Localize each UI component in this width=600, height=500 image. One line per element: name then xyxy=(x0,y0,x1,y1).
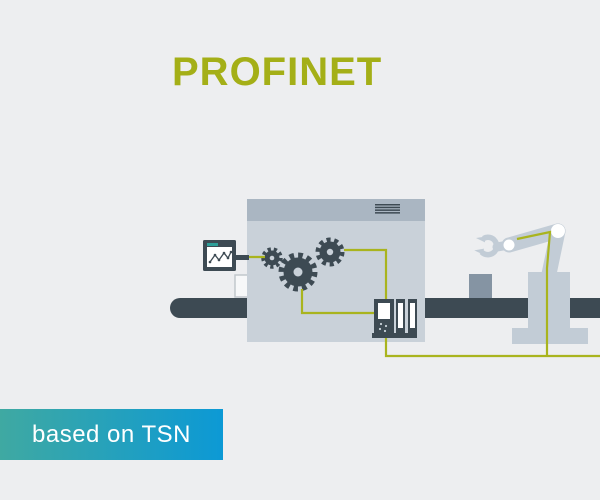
io-module-2-window xyxy=(410,303,415,328)
robot-shoulder-joint xyxy=(551,224,565,238)
line-gear-to-drive-top xyxy=(344,248,388,299)
drive-keypad-icon xyxy=(378,322,388,333)
tsn-banner-label: based on TSN xyxy=(32,420,191,448)
profinet-title: PROFINET xyxy=(172,50,383,94)
drive-controller xyxy=(372,299,417,338)
pedestal-box xyxy=(234,274,249,298)
carton-on-belt xyxy=(469,274,492,298)
machine-cabinet xyxy=(247,199,425,342)
robot-column xyxy=(528,272,570,332)
robot-network-cable xyxy=(516,230,552,356)
gripper-arc xyxy=(479,234,500,258)
monitor-screen xyxy=(207,247,232,267)
gripper-jaw-top xyxy=(475,236,485,243)
monitor-connector xyxy=(236,255,249,260)
gear-medium-icon xyxy=(315,237,345,267)
robot-arm xyxy=(474,223,588,344)
gears-icon xyxy=(261,237,345,292)
gear-large-icon xyxy=(278,252,318,292)
io-module-1-window xyxy=(398,303,403,328)
drive-base xyxy=(372,333,417,338)
tsn-banner: based on TSN xyxy=(0,409,223,460)
line-gear-to-drive-left xyxy=(300,289,374,315)
line-drive-to-field xyxy=(384,338,600,358)
drive-screen xyxy=(378,303,390,319)
hmi-monitor xyxy=(203,240,249,271)
monitor-menu-bar xyxy=(207,243,218,246)
robot-elbow-joint xyxy=(503,239,515,251)
machine-body xyxy=(247,199,425,342)
robot-gripper-icon xyxy=(474,234,500,258)
vent-lines-icon xyxy=(375,204,400,214)
gripper-jaw-bottom xyxy=(474,248,485,255)
trend-chart-icon xyxy=(208,250,233,264)
